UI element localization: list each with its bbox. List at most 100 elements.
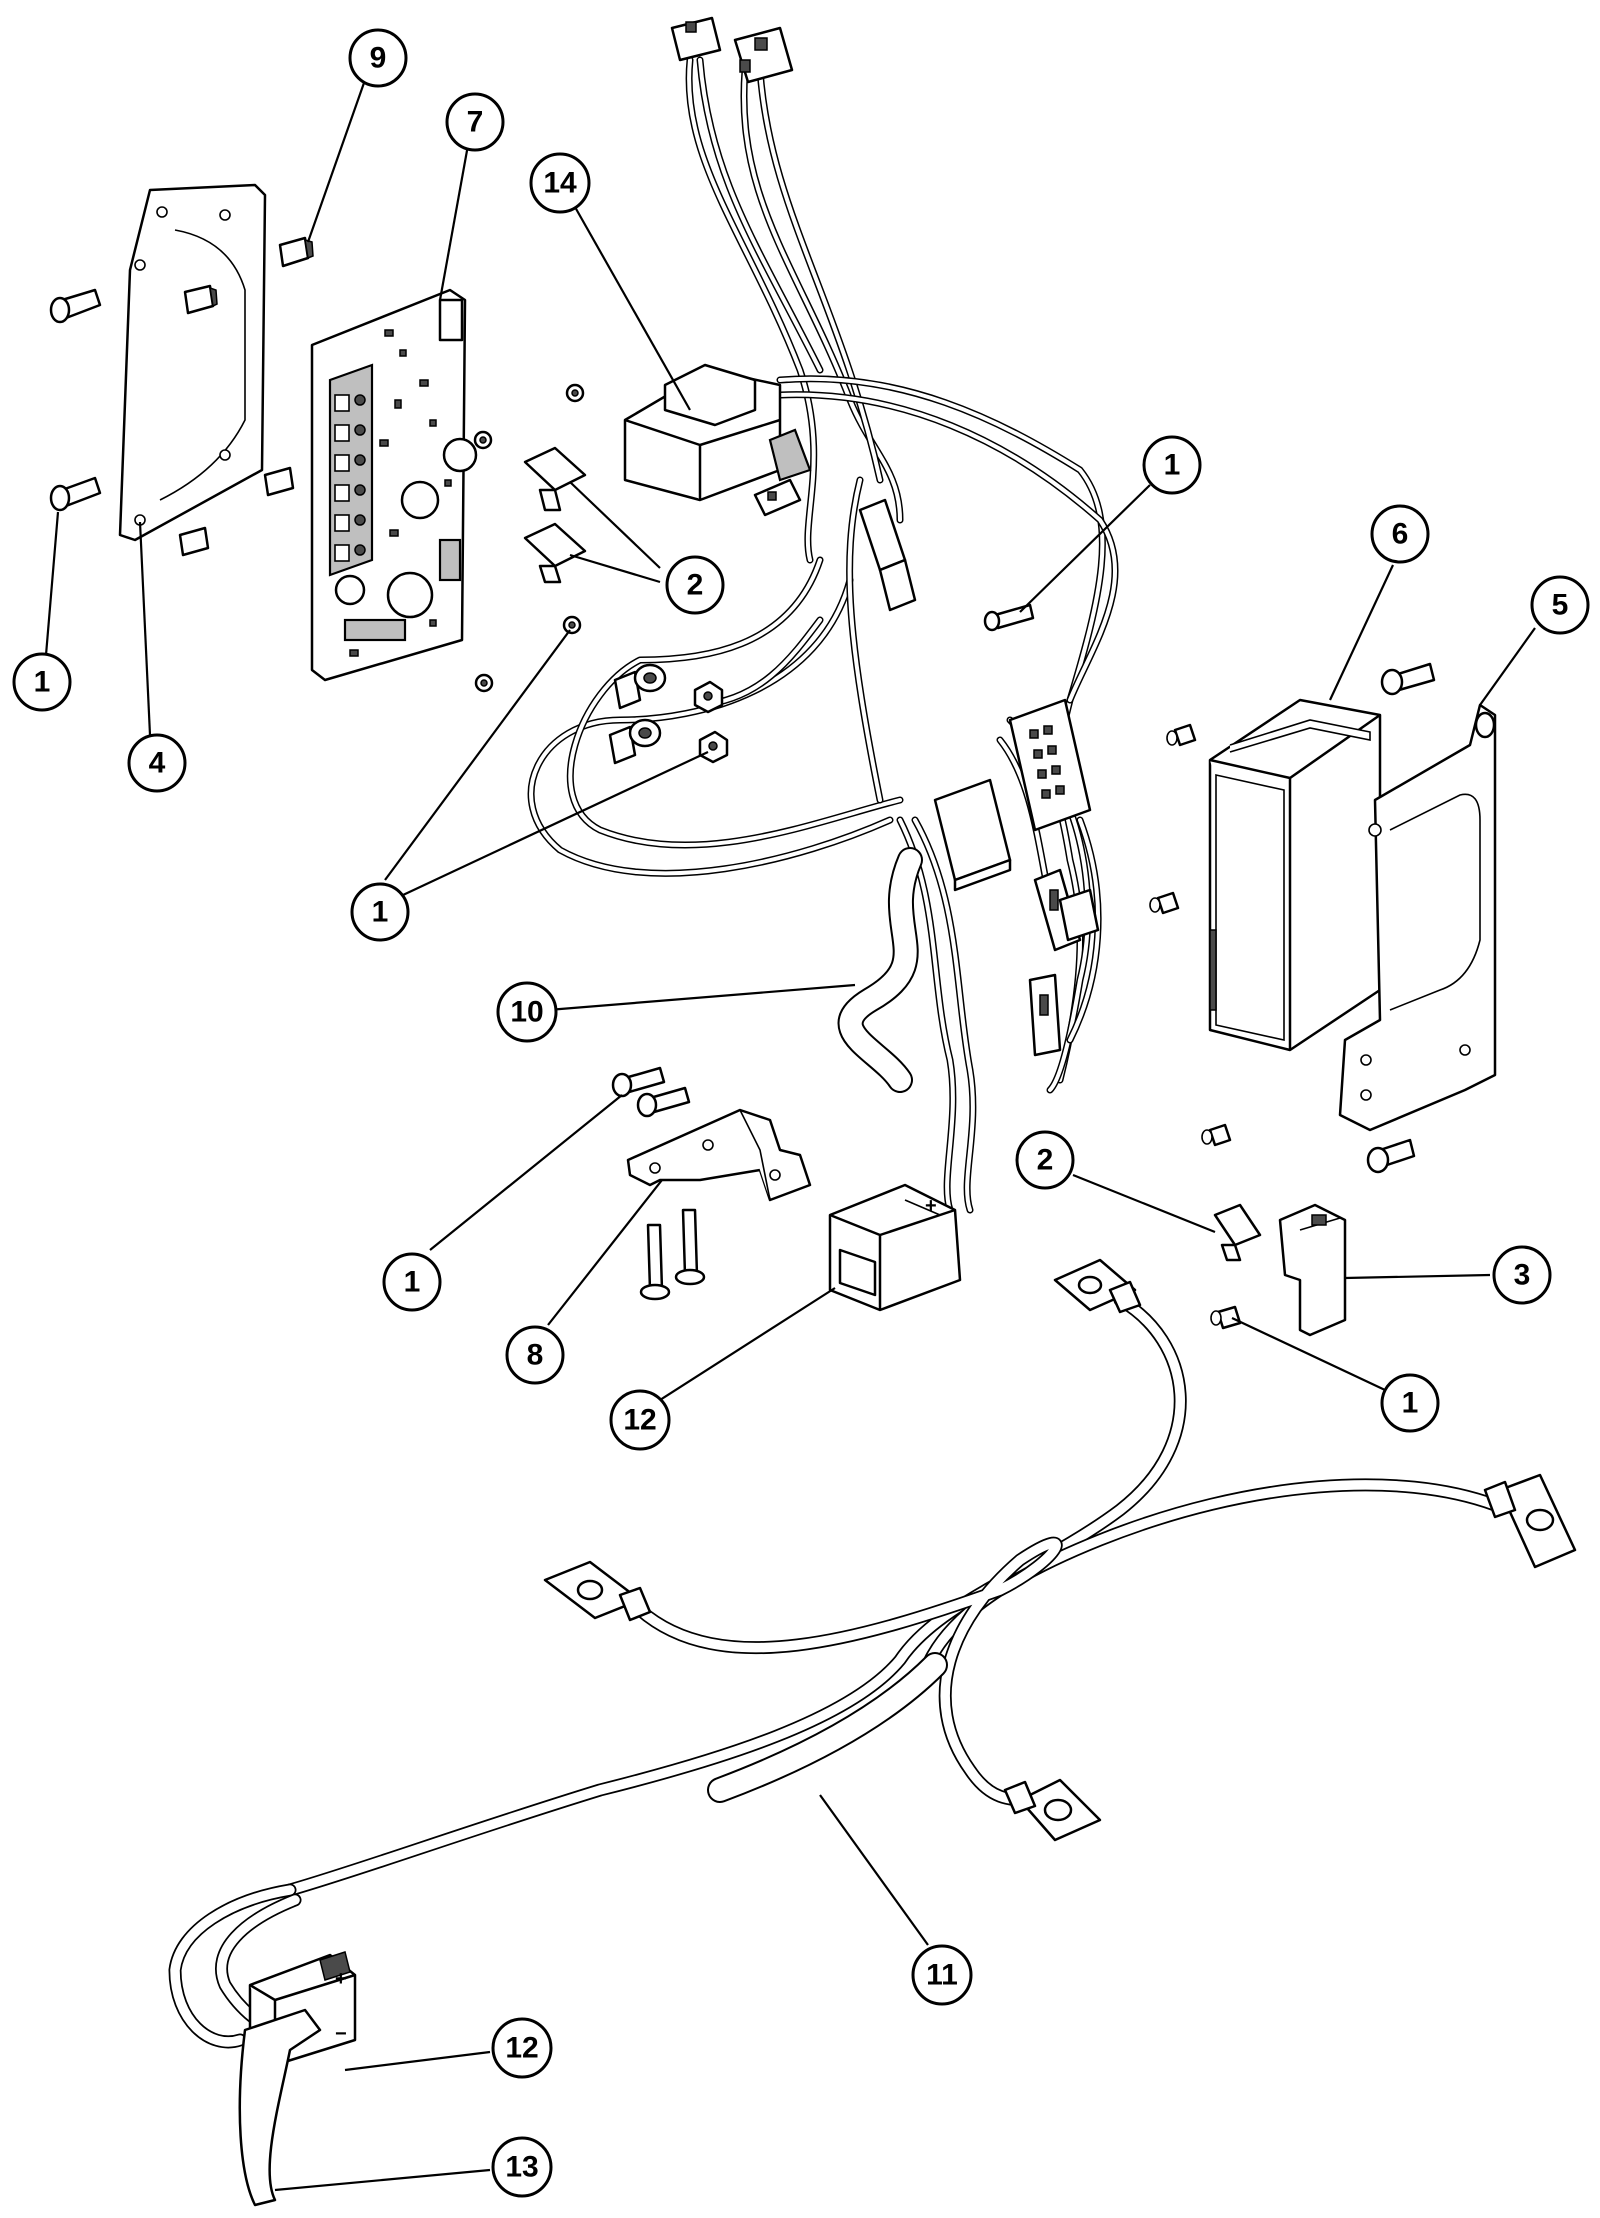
leader-2-upper-a — [569, 481, 661, 569]
callout-14-label: 14 — [543, 167, 577, 200]
fuse-right — [1213, 1203, 1262, 1262]
leader-7 — [438, 144, 470, 301]
leader-5 — [1479, 627, 1536, 706]
callout-1-bracket-label: 1 — [404, 1266, 421, 1299]
screw-module-1 — [1380, 662, 1436, 696]
callout-6-label: 6 — [1392, 518, 1409, 551]
screw-module-5 — [1366, 1138, 1416, 1174]
leader-14 — [574, 206, 691, 411]
screw-small-3 — [562, 615, 582, 635]
leader-6 — [1329, 564, 1394, 701]
callout-5: 5 — [1530, 575, 1590, 635]
cable-lug-right — [1483, 1473, 1577, 1569]
battery-connector-upper-part-12 — [828, 1183, 962, 1312]
leader-12-lower — [344, 2050, 491, 2072]
callout-2-lower-label: 2 — [1037, 1144, 1054, 1177]
harness-small-connector-4 — [1058, 888, 1100, 942]
leader-1-mid-a — [384, 629, 571, 881]
callout-1-right: 1 — [1142, 435, 1202, 495]
callout-2-lower: 2 — [1015, 1130, 1075, 1190]
standoff-1 — [278, 236, 314, 268]
hex-nut-1 — [693, 680, 724, 714]
cable-lug-left — [543, 1560, 652, 1622]
callout-7: 7 — [445, 92, 505, 152]
callout-2-upper: 2 — [665, 555, 725, 615]
leader-4 — [138, 521, 152, 736]
callout-3-label: 3 — [1514, 1259, 1531, 1292]
screw-module-4 — [1201, 1123, 1232, 1147]
callout-13: 13 — [491, 2136, 553, 2198]
callout-1-mid-label: 1 — [372, 896, 389, 929]
leader-1-right — [1019, 484, 1151, 613]
rivet-1 — [639, 1223, 671, 1301]
screw-bracket-1 — [611, 1066, 666, 1098]
leader-1-bracket — [429, 1094, 623, 1251]
leader-10 — [547, 983, 856, 1012]
controller-module-part-6 — [1208, 698, 1382, 1052]
screw-left-lower — [49, 476, 102, 512]
callout-12-lower-label: 12 — [505, 2032, 538, 2065]
leader-1-left — [44, 511, 60, 656]
relay-part-14 — [623, 363, 812, 502]
callout-2-upper-label: 2 — [687, 569, 704, 602]
screw-small-4 — [474, 673, 494, 693]
fuse-upper — [523, 446, 587, 512]
leader-11 — [819, 1794, 929, 1946]
callout-10-label: 10 — [510, 996, 543, 1029]
screw-bracket-2 — [636, 1086, 691, 1118]
cable-lug-top — [1053, 1258, 1142, 1314]
callout-1-mid: 1 — [350, 882, 410, 942]
callout-8: 8 — [505, 1325, 565, 1385]
leader-3 — [1344, 1273, 1491, 1280]
leader-1-mid-b — [402, 751, 709, 896]
standoff-2 — [183, 284, 218, 315]
callout-6: 6 — [1370, 504, 1430, 564]
harness-inline-fuse-holder — [858, 498, 917, 612]
callout-4: 4 — [127, 733, 187, 793]
callout-1-left: 1 — [12, 652, 72, 712]
standoff-3 — [263, 466, 295, 497]
callout-1-right-label: 1 — [1164, 449, 1181, 482]
callout-5-label: 5 — [1552, 589, 1569, 622]
wire-harness-part-10 — [527, 56, 1119, 1214]
callout-1-bottom-right-label: 1 — [1402, 1387, 1419, 1420]
connector-plus-mark-upper: + — [925, 1195, 937, 1217]
screw-module-2 — [1166, 723, 1197, 747]
connector-handle-part-13 — [238, 2008, 322, 2207]
screw-small-1 — [565, 383, 585, 403]
ring-terminal-upper — [613, 663, 667, 710]
leader-1-bottom-right — [1231, 1317, 1386, 1391]
callout-12-upper: 12 — [609, 1389, 671, 1451]
leader-8 — [547, 1179, 663, 1326]
callout-14: 14 — [529, 152, 591, 214]
bracket-part-8 — [626, 1108, 812, 1202]
callout-1-left-label: 1 — [34, 666, 51, 699]
connector-minus-mark-lower: − — [335, 2023, 347, 2045]
screw-left-upper — [49, 288, 102, 324]
connector-plus-mark-lower: + — [335, 1968, 347, 1990]
screw-right-1 — [983, 603, 1035, 632]
callout-3: 3 — [1492, 1245, 1552, 1305]
screw-small-2 — [473, 430, 493, 450]
callout-7-label: 7 — [467, 106, 484, 139]
fuse-holder-part-3 — [1278, 1203, 1347, 1337]
callout-8-label: 8 — [527, 1339, 544, 1372]
harness-top-connector-1 — [670, 16, 722, 62]
harness-small-connector-3 — [1028, 973, 1062, 1057]
harness-ferrite-choke — [933, 778, 1012, 892]
mounting-plate-part-4 — [118, 183, 267, 542]
callout-9: 9 — [348, 28, 408, 88]
cable-lug-bottom — [1003, 1778, 1102, 1842]
fuse-lower — [523, 522, 587, 584]
callout-11: 11 — [911, 1944, 973, 2006]
leader-lines — [44, 79, 1536, 2192]
circuit-board-part-7 — [310, 288, 478, 682]
leader-2-lower — [1072, 1173, 1216, 1234]
screw-module-3 — [1149, 891, 1180, 915]
battery-cable-part-11 — [168, 1293, 1502, 2049]
callout-12-upper-label: 12 — [623, 1404, 656, 1437]
standoff-4 — [178, 526, 210, 557]
callout-11-label: 11 — [926, 1959, 958, 1992]
leader-12-upper — [659, 1287, 836, 1401]
